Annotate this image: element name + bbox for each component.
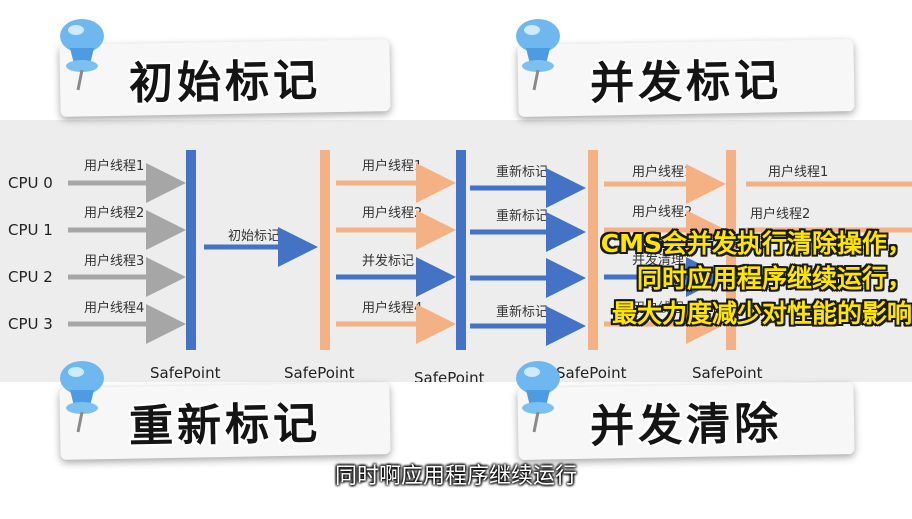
phase-card-title: 重新标记: [128, 398, 322, 453]
thread-label: 用户线程3: [84, 253, 144, 269]
cpu-label: CPU 3: [8, 315, 53, 333]
thread-label: 用户线程2: [750, 206, 810, 222]
safepoint-bar: [186, 150, 196, 350]
pushpin-icon: [516, 19, 560, 91]
thread-label: 用户线程1: [84, 158, 144, 174]
safepoint-label: SafePoint: [414, 369, 485, 382]
safepoint-label: SafePoint: [692, 364, 763, 382]
phase-card-title: 初始标记: [128, 55, 322, 110]
safepoint-bar: [588, 150, 598, 350]
video-subtitle: 同时啊应用程序继续运行: [334, 464, 577, 489]
thread-label: 用户线程1: [632, 164, 692, 180]
safepoint-bar: [456, 150, 466, 350]
cms-phase-diagram: CPU 0 CPU 1 CPU 2 CPU 3 用户线程1 用户线程2 用户线程…: [8, 150, 912, 382]
thread-label: 用户线程4: [362, 300, 422, 316]
remark-label: 重新标记: [496, 304, 548, 320]
phase-card-title: 并发清除: [589, 398, 783, 453]
pushpin-icon: [60, 361, 104, 433]
safepoint-bar: [726, 150, 736, 350]
thread-label: 用户线程4: [632, 300, 692, 316]
concurrent-mark-label: 并发标记: [362, 253, 414, 269]
overlay-line: 最大力度减少对性能的影响: [611, 299, 912, 328]
safepoint-bar: [320, 150, 330, 350]
concurrent-cleanup-label: 并发清理: [632, 252, 684, 268]
safepoint-label: SafePoint: [284, 364, 355, 382]
overlay-line: 同时应用程序继续运行，: [636, 264, 912, 293]
phase-card-title: 并发标记: [589, 55, 783, 110]
thread-label: 用户线程4: [84, 300, 144, 316]
overlay-line: CMS会并发执行清除操作，: [600, 229, 912, 258]
pushpin-icon: [516, 361, 560, 433]
thread-label: 用户线程2: [84, 205, 144, 221]
safepoint-label: SafePoint: [150, 364, 221, 382]
thread-label: 用户线程1: [768, 164, 828, 180]
overlay-caption: CMS会并发执行清除操作， 同时应用程序继续运行， 最大力度减少对性能的影响: [487, 226, 912, 331]
thread-label: 用户线程2: [362, 205, 422, 221]
remark-label: 重新标记: [496, 208, 548, 224]
cpu-label: CPU 1: [8, 221, 53, 239]
thread-label: 用户线程1: [362, 158, 422, 174]
remark-label: 重新标记: [496, 164, 548, 180]
pushpin-icon: [60, 19, 104, 91]
initial-mark-label: 初始标记: [228, 229, 280, 244]
cpu-label: CPU 2: [8, 268, 53, 286]
safepoint-label: SafePoint: [556, 364, 627, 382]
cpu-label: CPU 0: [8, 174, 53, 192]
thread-label: 用户线程2: [632, 204, 692, 220]
